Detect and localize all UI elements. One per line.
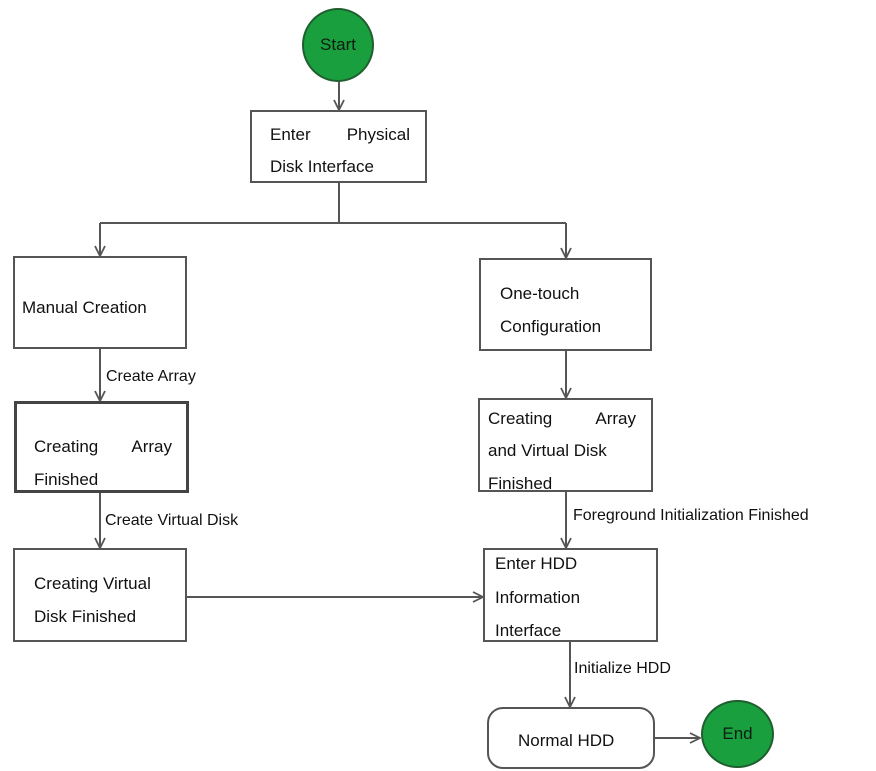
node-creating-array-finished: Creating Array Finished (14, 401, 189, 493)
end-label: End (722, 724, 753, 743)
node-manual-creation: Manual Creation (13, 256, 187, 349)
edge-label-create-array: Create Array (106, 368, 196, 385)
node-creating-virtual-disk-finished: Creating Virtual Disk Finished (13, 548, 187, 642)
creating-array-line2: Finished (34, 470, 99, 489)
normal-hdd-label: Normal HDD (518, 731, 615, 750)
creating-array-vd-line3: Finished (488, 474, 553, 493)
one-touch-line1: One-touch (500, 284, 580, 303)
start-node: Start (302, 8, 374, 82)
start-label: Start (320, 35, 356, 54)
creating-array-vd-word1: Creating (488, 409, 553, 428)
node-enter-hdd-information: Enter HDD Information Interface (483, 548, 658, 642)
enter-physical-word1: Enter (270, 125, 311, 144)
creating-array-word2: Array (131, 437, 172, 456)
creating-vdisk-line2: Disk Finished (34, 607, 137, 626)
node-one-touch-configuration: One-touch Configuration (479, 258, 652, 351)
manual-creation-label: Manual Creation (22, 298, 147, 317)
one-touch-line2: Configuration (500, 317, 602, 336)
edge-label-create-virtual-disk: Create Virtual Disk (105, 512, 239, 529)
end-node: End (701, 700, 774, 768)
node-enter-physical-disk: Enter Physical Disk Interface (250, 110, 427, 183)
enter-physical-line2: Disk Interface (270, 157, 374, 176)
edge-label-initialize-hdd: Initialize HDD (574, 660, 671, 677)
enter-hdd-line3: Interface (495, 621, 562, 640)
edge-label-foreground-initialization: Foreground Initialization Finished (573, 507, 809, 524)
creating-array-vd-word2: Array (595, 409, 636, 428)
creating-vdisk-line1: Creating Virtual (34, 574, 151, 593)
creating-array-vd-line2: and Virtual Disk (488, 441, 607, 460)
node-creating-array-virtual-disk: Creating Array and Virtual Disk Finished (478, 398, 653, 492)
creating-array-word1: Creating (34, 437, 99, 456)
enter-physical-word2: Physical (346, 125, 410, 144)
enter-hdd-line1: Enter HDD (495, 554, 578, 573)
enter-hdd-line2: Information (495, 588, 581, 607)
node-normal-hdd: Normal HDD (487, 707, 655, 769)
